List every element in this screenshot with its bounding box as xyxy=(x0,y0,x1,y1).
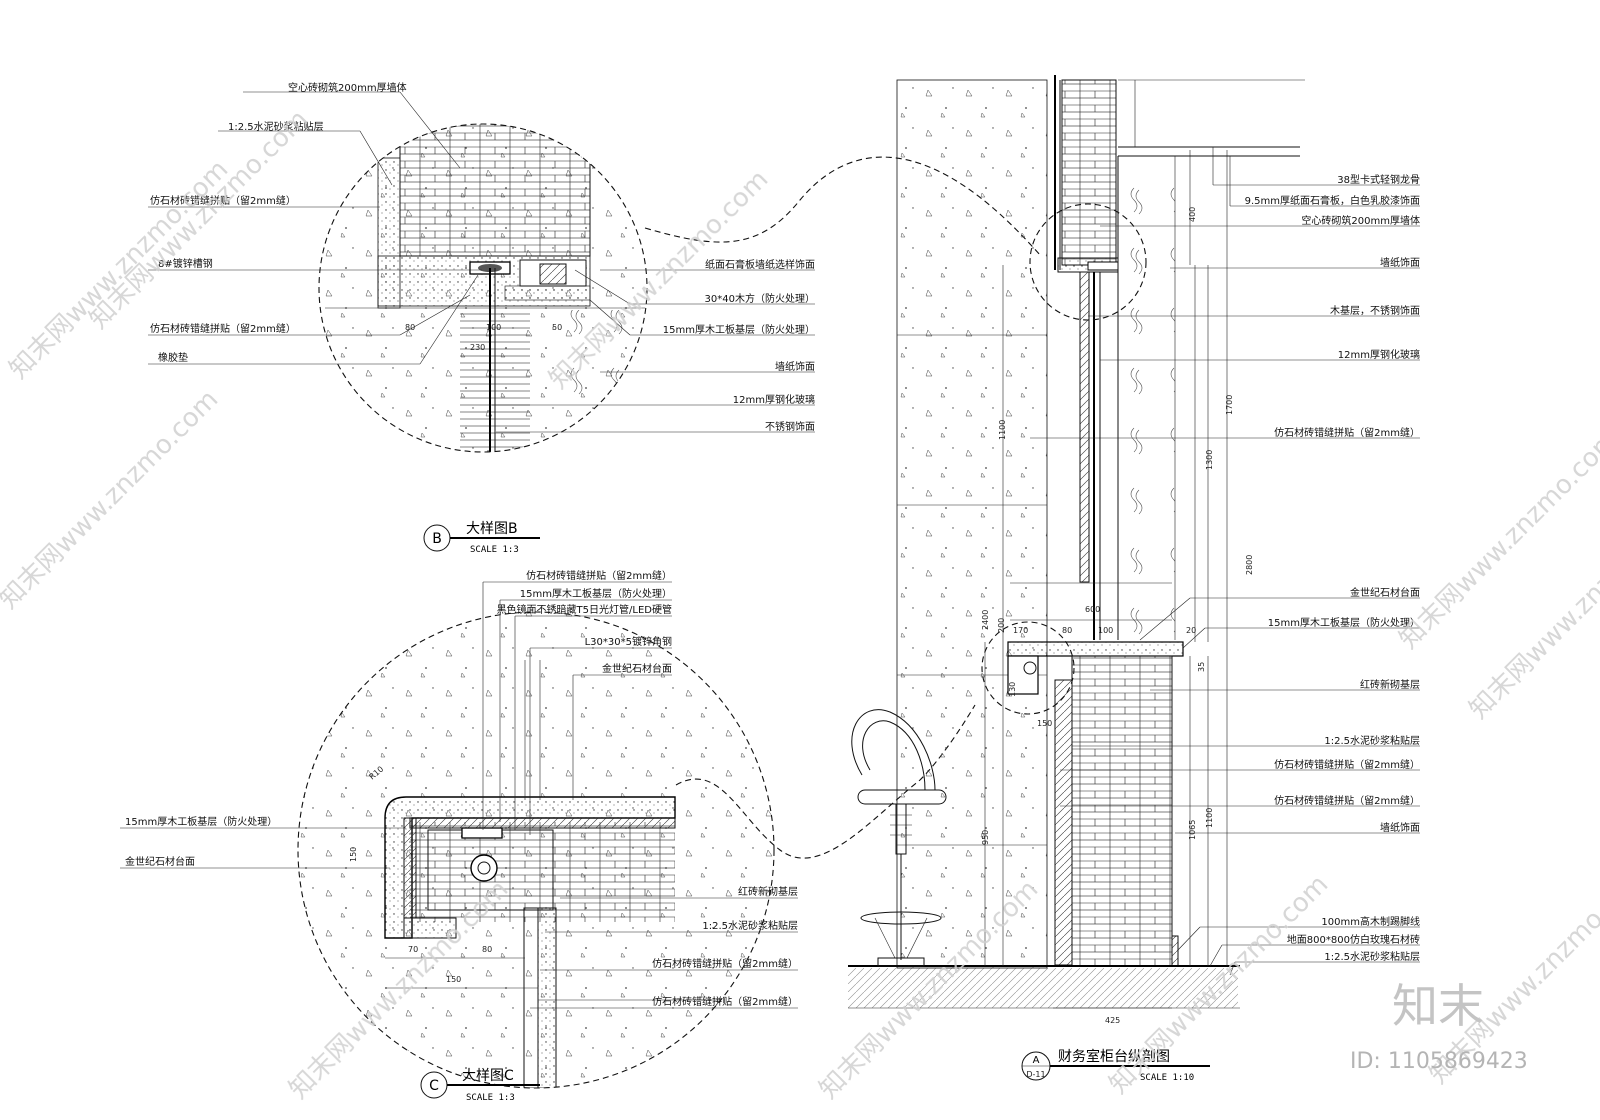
dim-a-1100-lower: 1100 xyxy=(1205,808,1214,828)
detail-b-marker-letter: B xyxy=(432,531,442,547)
label-a-stone-tile-lower-2: 仿石材砖错缝拼贴（留2mm缝） xyxy=(1274,794,1420,807)
brand-logo-text: 知末 xyxy=(1392,979,1484,1033)
dim-a-130: 130 xyxy=(1008,682,1017,697)
dim-b-230: 230 xyxy=(470,343,485,352)
dim-a-2800: 2800 xyxy=(1245,555,1254,575)
label-c-mortar: 1:2.5水泥砂浆粘贴层 xyxy=(702,919,798,932)
dim-a-200: 200 xyxy=(997,618,1006,633)
label-c-stone-countertop: 金世纪石材台面 xyxy=(602,662,672,675)
dim-a-35: 35 xyxy=(1197,662,1206,672)
dim-a-950: 950 xyxy=(981,830,990,845)
section-a-sheet-number: D-11 xyxy=(1026,1070,1045,1079)
dim-c-150-horizontal: 150 xyxy=(446,975,461,984)
dim-c-150-vertical: 150 xyxy=(349,847,358,862)
dim-a-170: 170 xyxy=(1013,626,1028,635)
label-b-hollow-brick-wall: 空心砖砌筑200mm厚墙体 xyxy=(288,81,407,94)
label-a-stone-tile-lower-1: 仿石材砖错缝拼贴（留2mm缝） xyxy=(1274,758,1420,771)
dim-b-100: 100 xyxy=(486,323,501,332)
label-c-angle-steel: L30*30*5镀锌角钢 xyxy=(585,635,672,648)
label-b-channel-steel: 8#镀锌槽钢 xyxy=(158,257,213,270)
dim-a-150: 150 xyxy=(1037,719,1052,728)
label-a-stone-countertop: 金世纪石材台面 xyxy=(1350,586,1420,599)
label-a-plywood-base: 15mm厚木工板基层（防火处理） xyxy=(1268,616,1420,629)
dim-b-80: 80 xyxy=(405,323,415,332)
label-a-floor-tile: 地面800*800仿白玫瑰石材砖 xyxy=(1287,933,1420,946)
label-b-gypsum-board: 纸面石膏板墙纸选样饰面 xyxy=(705,258,815,271)
detail-b-title: 大样图B xyxy=(466,521,518,537)
dim-a-1700: 1700 xyxy=(1225,395,1234,415)
bar-stool xyxy=(851,709,947,967)
dim-a-100: 100 xyxy=(1098,626,1113,635)
detail-c-title: 大样图C xyxy=(462,1068,514,1084)
section-a: 400 1700 1300 2800 1100 1065 1100 2400 9… xyxy=(848,75,1420,1083)
dim-a-20: 20 xyxy=(1186,626,1196,635)
section-a-scale: SCALE 1:10 xyxy=(1140,1073,1194,1083)
label-a-wallpaper-lower: 墙纸饰面 xyxy=(1380,821,1420,834)
detail-c-scale: SCALE 1:3 xyxy=(466,1093,515,1103)
label-a-floor-mortar: 1:2.5水泥砂浆粘贴层 xyxy=(1324,950,1420,963)
dim-b-50: 50 xyxy=(552,323,562,332)
label-b-rubber-pad: 橡胶垫 xyxy=(158,351,188,364)
label-a-stone-tile-upper: 仿石材砖错缝拼贴（留2mm缝） xyxy=(1274,426,1420,439)
label-a-hollow-brick-wall: 空心砖砌筑200mm厚墙体 xyxy=(1301,214,1420,227)
label-a-stainless-finish: 木基层，不锈钢饰面 xyxy=(1330,304,1420,317)
image-id-text: ID: 1105869423 xyxy=(1350,1049,1528,1074)
label-a-light-steel-keel: 38型卡式轻钢龙骨 xyxy=(1337,173,1420,186)
dim-a-425: 425 xyxy=(1105,1016,1120,1025)
label-a-red-brick: 红砖新砌基层 xyxy=(1360,678,1420,691)
watermark-text-3: 知末网www.znzmo.com xyxy=(0,384,224,615)
label-c-countertop-left: 金世纪石材台面 xyxy=(125,855,195,868)
dim-a-400: 400 xyxy=(1188,207,1197,222)
label-c-led-light: 黑色镜面不锈暗藏T5日光灯管/LED硬管 xyxy=(497,603,672,616)
detail-c: 仿石材砖错缝拼贴（留2mm缝） 15mm厚木工板基层（防火处理） 黑色镜面不锈暗… xyxy=(120,569,976,1103)
detail-b: 空心砖砌筑200mm厚墙体 1:2.5水泥砂浆粘贴层 仿石材砖错缝拼贴（留2mm… xyxy=(148,81,1041,555)
detail-b-scale: SCALE 1:3 xyxy=(470,545,519,555)
watermark-text-2: 知末网www.znzmo.com xyxy=(84,104,315,335)
label-a-wallpaper-upper: 墙纸饰面 xyxy=(1380,256,1420,269)
label-c-plywood-base: 15mm厚木工板基层（防火处理） xyxy=(520,587,672,600)
label-b-cement-mortar: 1:2.5水泥砂浆粘贴层 xyxy=(228,120,324,133)
detail-c-marker-letter: C xyxy=(429,1078,439,1094)
section-a-marker-letter: A xyxy=(1033,1055,1040,1066)
label-a-gypsum-board: 9.5mm厚纸面石膏板，白色乳胶漆饰面 xyxy=(1245,194,1420,207)
dim-c-80: 80 xyxy=(482,945,492,954)
label-a-tempered-glass: 12mm厚钢化玻璃 xyxy=(1338,348,1420,361)
label-b-tempered-glass: 12mm厚钢化玻璃 xyxy=(733,393,815,406)
dim-a-1065: 1065 xyxy=(1188,820,1197,840)
section-a-title: 财务室柜台纵剖图 xyxy=(1058,1048,1170,1065)
label-c-plywood-left: 15mm厚木工板基层（防火处理） xyxy=(125,815,277,828)
label-a-mortar: 1:2.5水泥砂浆粘贴层 xyxy=(1324,734,1420,747)
dim-a-1100-upper: 1100 xyxy=(998,420,1007,440)
label-c-red-brick: 红砖新砌基层 xyxy=(738,885,798,898)
label-c-stone-tile-3: 仿石材砖错缝拼贴（留2mm缝） xyxy=(652,995,798,1008)
label-b-plywood-base: 15mm厚木工板基层（防火处理） xyxy=(663,323,815,336)
label-c-stone-tile-2: 仿石材砖错缝拼贴（留2mm缝） xyxy=(652,957,798,970)
dim-c-70: 70 xyxy=(408,945,418,954)
label-b-wood-strip: 30*40木方（防火处理） xyxy=(705,292,815,305)
dim-a-600: 600 xyxy=(1085,605,1100,614)
label-c-stone-tile: 仿石材砖错缝拼贴（留2mm缝） xyxy=(526,569,672,582)
dim-a-1300: 1300 xyxy=(1205,450,1214,470)
label-b-stone-tile-2: 仿石材砖错缝拼贴（留2mm缝） xyxy=(150,322,296,335)
label-a-skirting: 100mm高木制踢脚线 xyxy=(1321,915,1420,928)
dim-a-2400: 2400 xyxy=(981,610,990,630)
dim-a-80: 80 xyxy=(1062,626,1072,635)
label-b-stone-tile-1: 仿石材砖错缝拼贴（留2mm缝） xyxy=(150,194,296,207)
label-b-stainless-finish: 不锈钢饰面 xyxy=(765,420,815,433)
label-b-wallpaper: 墙纸饰面 xyxy=(775,360,815,373)
